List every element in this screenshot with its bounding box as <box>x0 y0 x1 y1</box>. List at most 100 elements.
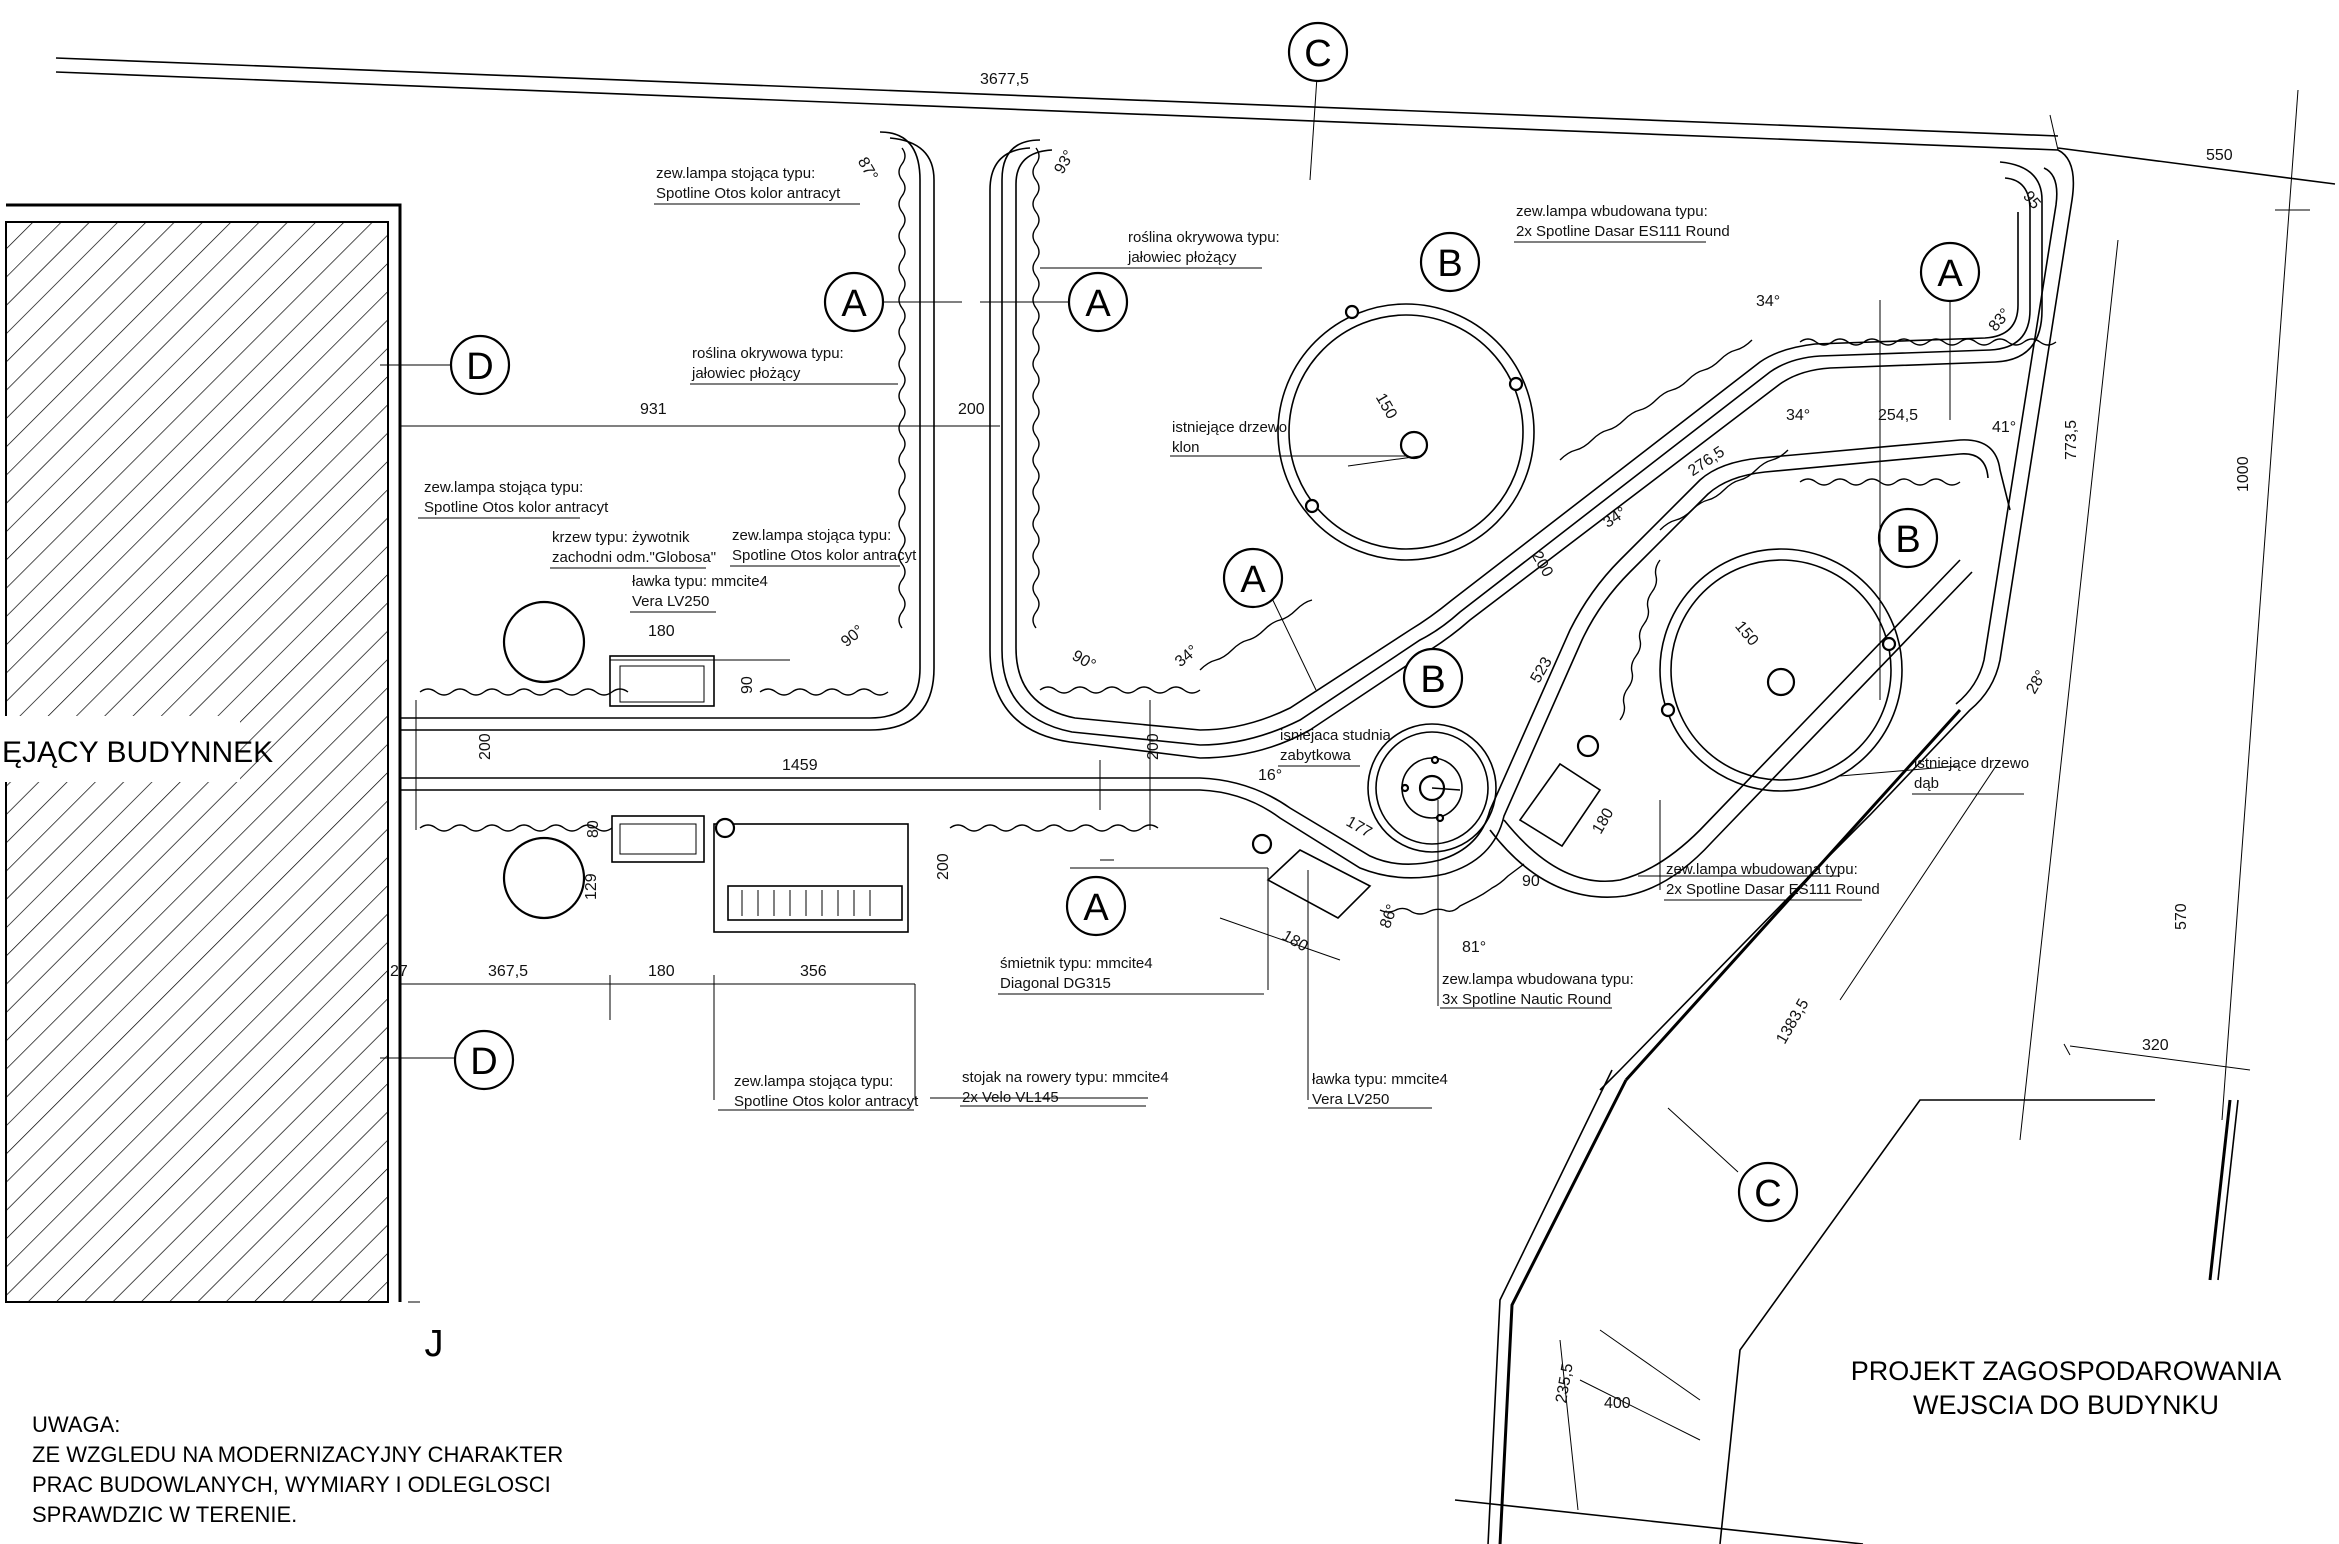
svg-text:200: 200 <box>1145 733 1162 760</box>
svg-text:krzew typu: żywotnik: krzew typu: żywotnik <box>552 529 690 546</box>
label-builtin-top: zew.lampa wbudowana typu: 2x Spotline Da… <box>1514 203 1730 243</box>
section-marker-b-3: B <box>1402 647 1464 709</box>
svg-text:180: 180 <box>1589 805 1617 837</box>
dimension-lines <box>399 239 2251 1511</box>
svg-text:C: C <box>1754 1173 1781 1215</box>
historic-well <box>1367 723 1497 853</box>
svg-text:400: 400 <box>1604 1395 1631 1412</box>
svg-text:34°: 34° <box>1172 642 1201 671</box>
label-bench-top: ławka typu: mmcite4 Vera LV250 <box>630 573 768 613</box>
svg-text:570: 570 <box>2173 903 2190 930</box>
svg-text:90°: 90° <box>1069 647 1098 674</box>
section-marker-c-1: C <box>1287 21 1349 83</box>
svg-text:A: A <box>841 283 867 325</box>
svg-text:jałowiec płożący: jałowiec płożący <box>1127 249 1237 266</box>
label-bench-bottom: ławka typu: mmcite4 Vera LV250 <box>1308 1071 1448 1109</box>
svg-text:90: 90 <box>1522 873 1540 890</box>
svg-text:Spotline Otos kolor antracyt: Spotline Otos kolor antracyt <box>732 547 917 564</box>
section-marker-a-5: A <box>1065 875 1127 937</box>
svg-text:200: 200 <box>1528 549 1556 581</box>
svg-text:roślina okrywowa typu:: roślina okrywowa typu: <box>1128 229 1280 246</box>
svg-text:2x Spotline Dasar ES111 Round: 2x Spotline Dasar ES111 Round <box>1516 223 1730 240</box>
label-bike: stojak na rowery typu: mmcite4 2x Velo V… <box>960 1069 1169 1107</box>
svg-text:2x Velo VL145: 2x Velo VL145 <box>962 1089 1059 1106</box>
svg-text:C: C <box>1304 33 1331 75</box>
svg-text:roślina okrywowa typu:: roślina okrywowa typu: <box>692 345 844 362</box>
label-well: isniejaca studnia zabytkowa <box>1278 727 1392 767</box>
svg-text:41°: 41° <box>1992 419 2016 436</box>
section-marker-a-2: A <box>1067 271 1129 333</box>
svg-text:177: 177 <box>1343 813 1375 841</box>
svg-text:129: 129 <box>583 873 600 900</box>
svg-text:Spotline Otos kolor antracyt: Spotline Otos kolor antracyt <box>734 1093 919 1110</box>
street-furniture <box>609 655 1602 933</box>
svg-text:81°: 81° <box>1462 939 1486 956</box>
svg-text:stojak na rowery typu: mmcite4: stojak na rowery typu: mmcite4 <box>962 1069 1169 1086</box>
section-marker-a-1: A <box>823 271 885 333</box>
svg-text:zew.lampa stojąca typu:: zew.lampa stojąca typu: <box>656 165 815 182</box>
label-tree-klon: istniejące drzewo klon <box>1170 419 1406 457</box>
svg-text:27: 27 <box>390 963 408 980</box>
svg-text:1383,5: 1383,5 <box>1773 996 1812 1047</box>
ground-cover-hedges <box>419 147 2057 915</box>
svg-text:PROJEKT ZAGOSPODAROWANIA: PROJEKT ZAGOSPODAROWANIA <box>1851 1356 2282 1386</box>
svg-text:95: 95 <box>2019 188 2044 213</box>
section-marker-a-3: A <box>1222 547 1284 609</box>
svg-text:zew.lampa wbudowana typu:: zew.lampa wbudowana typu: <box>1516 203 1708 220</box>
svg-text:A: A <box>1083 887 1109 929</box>
svg-text:931: 931 <box>640 401 667 418</box>
svg-text:zew.lampa stojąca typu:: zew.lampa stojąca typu: <box>732 527 891 544</box>
svg-text:550: 550 <box>2206 147 2233 164</box>
shrubs <box>502 600 1600 920</box>
section-marker-c-2: C <box>1737 1161 1799 1223</box>
svg-text:180: 180 <box>648 623 675 640</box>
section-marker-d-2: D <box>453 1029 515 1091</box>
section-marker-a-4: A <box>1919 241 1981 303</box>
svg-text:WEJSCIA DO BUDYNKU: WEJSCIA DO BUDYNKU <box>1913 1390 2219 1420</box>
svg-text:87°: 87° <box>854 155 881 184</box>
svg-text:D: D <box>466 346 493 388</box>
tree-dab <box>1659 548 1903 792</box>
svg-text:zachodni odm."Globosa": zachodni odm."Globosa" <box>552 549 716 566</box>
svg-text:jałowiec płożący: jałowiec płożący <box>691 365 801 382</box>
svg-text:B: B <box>1895 519 1920 561</box>
label-bin: śmietnik typu: mmcite4 Diagonal DG315 <box>998 955 1264 995</box>
label-builtin-right: zew.lampa wbudowana typu: 2x Spotline Da… <box>1664 861 1880 901</box>
svg-text:34°: 34° <box>1756 293 1780 310</box>
svg-text:dąb: dąb <box>1914 775 1939 792</box>
svg-text:150: 150 <box>1731 618 1761 649</box>
svg-text:320: 320 <box>2142 1037 2169 1054</box>
svg-text:isniejaca studnia: isniejaca studnia <box>1280 727 1392 744</box>
svg-text:PRAC BUDOWLANYCH, WYMIARY I O: PRAC BUDOWLANYCH, WYMIARY I ODLEGLOSCI <box>32 1472 551 1497</box>
svg-text:150: 150 <box>1372 391 1400 423</box>
paths <box>400 131 2239 1544</box>
svg-text:klon: klon <box>1172 439 1200 456</box>
svg-text:A: A <box>1937 253 1963 295</box>
section-marker-d-1: D <box>449 334 511 396</box>
svg-text:180: 180 <box>648 963 675 980</box>
svg-text:3677,5: 3677,5 <box>980 71 1029 88</box>
svg-text:86°: 86° <box>1377 902 1401 931</box>
svg-text:D: D <box>470 1041 497 1083</box>
tree-klon <box>1277 303 1535 561</box>
label-lamp-mid: zew.lampa stojąca typu: Spotline Otos ko… <box>730 527 917 567</box>
label-plant-left: roślina okrywowa typu: jałowiec płożący <box>690 345 898 385</box>
svg-text:1000: 1000 <box>2235 456 2252 492</box>
svg-text:235,5: 235,5 <box>1553 1362 1577 1404</box>
svg-text:Diagonal DG315: Diagonal DG315 <box>1000 975 1111 992</box>
svg-text:ławka typu: mmcite4: ławka typu: mmcite4 <box>1312 1071 1448 1088</box>
svg-text:Vera LV250: Vera LV250 <box>1312 1091 1389 1108</box>
section-marker-b-1: B <box>1419 231 1481 293</box>
svg-text:zew.lampa stojąca typu:: zew.lampa stojąca typu: <box>734 1073 893 1090</box>
svg-text:SPRAWDZIC W TERENIE.: SPRAWDZIC W TERENIE. <box>32 1502 297 1527</box>
label-builtin-well: zew.lampa wbudowana typu: 3x Spotline Na… <box>1440 971 1634 1009</box>
svg-text:Spotline Otos kolor antracyt: Spotline Otos kolor antracyt <box>656 185 841 202</box>
svg-text:istniejące drzewo: istniejące drzewo <box>1172 419 1287 436</box>
label-tree-dab: istniejące drzewo dąb <box>1912 755 2029 795</box>
svg-text:2x Spotline Dasar ES111 Round: 2x Spotline Dasar ES111 Round <box>1666 881 1880 898</box>
note-block: UWAGA: ZE WZGLEDU NA MODERNIZACYJNY CHAR… <box>32 1412 563 1527</box>
svg-text:90°: 90° <box>838 622 867 651</box>
svg-text:istniejące drzewo: istniejące drzewo <box>1914 755 2029 772</box>
svg-text:356: 356 <box>800 963 827 980</box>
svg-text:80: 80 <box>585 820 602 838</box>
